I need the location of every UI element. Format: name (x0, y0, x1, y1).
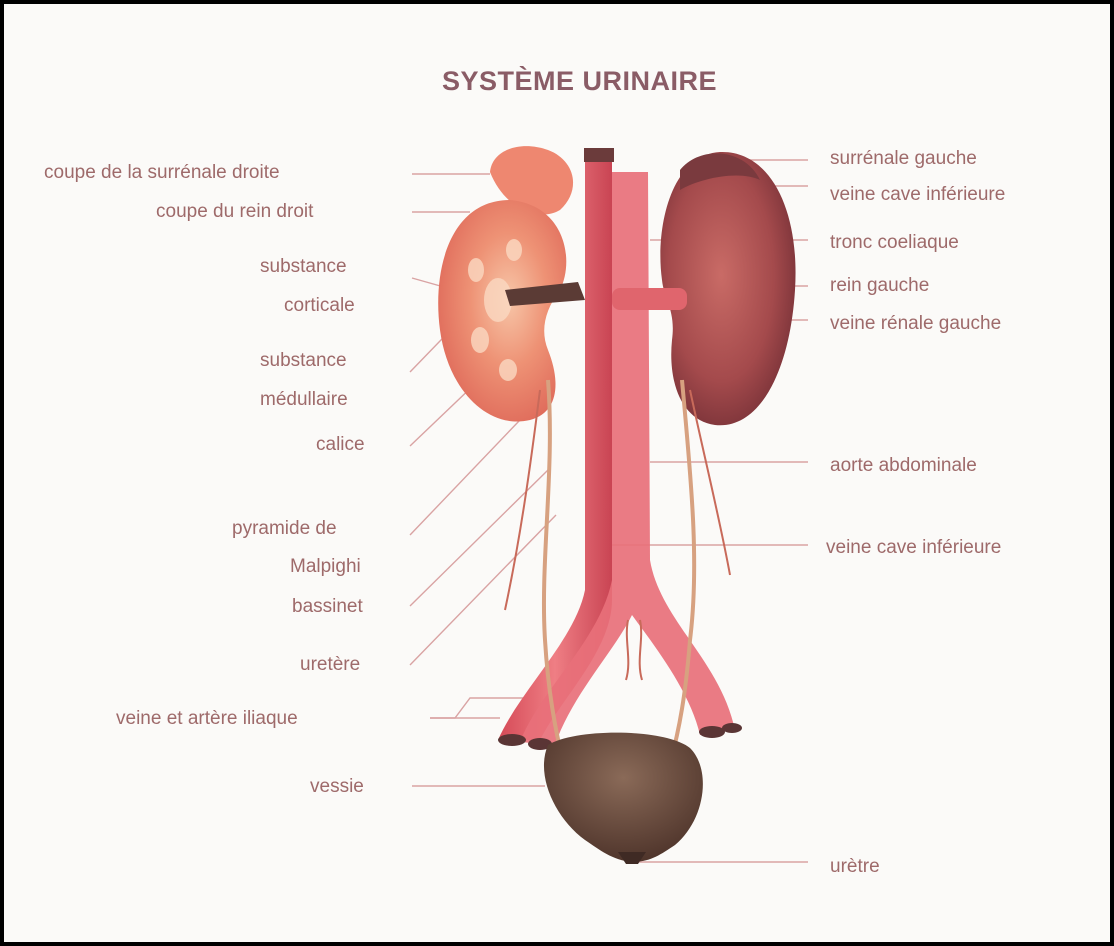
label-pyramide-line1: pyramide de (232, 518, 337, 540)
label-surrenale-gauche: surrénale gauche (830, 148, 977, 170)
label-veine-cave-inferieure: veine cave inférieure (826, 537, 1001, 559)
label-substance-medullaire-line2: médullaire (260, 389, 348, 411)
urinary-bladder (544, 733, 703, 862)
label-tronc-coeliaque: tronc coeliaque (830, 232, 959, 254)
label-substance-medullaire-line1: substance (260, 350, 347, 372)
label-substance-corticale-line2: corticale (284, 295, 355, 317)
label-uretere: uretère (300, 654, 360, 676)
label-veine-renale-gauche: veine rénale gauche (830, 313, 1001, 335)
label-bassinet: bassinet (292, 596, 363, 618)
diagram-title: SYSTÈME URINAIRE (442, 66, 717, 97)
label-vessie: vessie (310, 776, 364, 798)
vessel-cut-top (584, 148, 614, 162)
label-coupe-surrenale-droite: coupe de la surrénale droite (44, 162, 280, 184)
left-renal-vein (612, 288, 687, 310)
label-coupe-rein-droit: coupe du rein droit (156, 201, 313, 223)
label-rein-gauche: rein gauche (830, 275, 929, 297)
label-substance-corticale-line1: substance (260, 256, 347, 278)
label-uretre: urètre (830, 856, 880, 878)
label-veine-artere-iliaque: veine et artère iliaque (116, 708, 298, 730)
label-aorte-abdominale: aorte abdominale (830, 455, 977, 477)
label-calice: calice (316, 434, 365, 456)
label-veine-cave-inferieure-top: veine cave inférieure (830, 184, 1005, 206)
label-pyramide-line2: Malpighi (290, 556, 361, 578)
